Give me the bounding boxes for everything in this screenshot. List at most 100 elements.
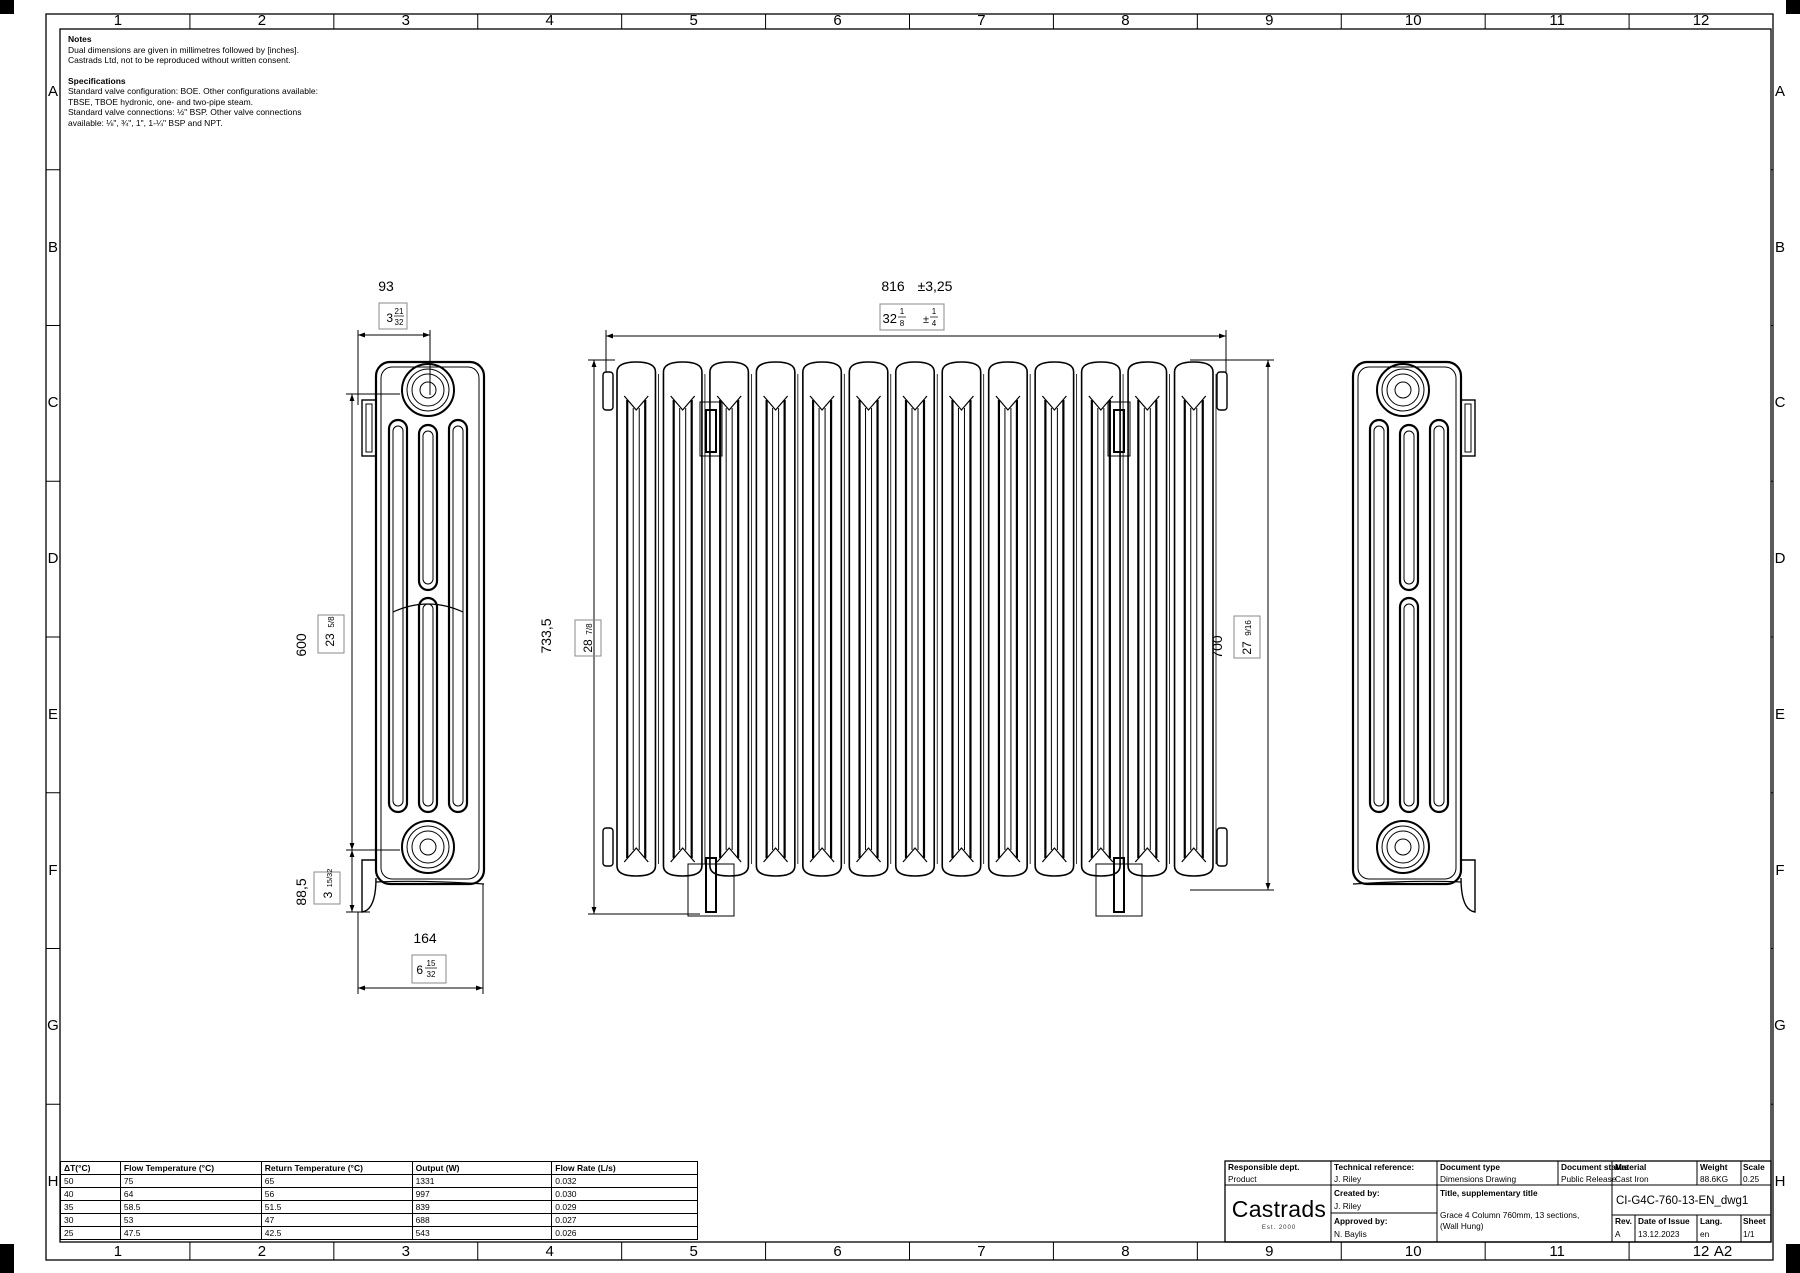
responsible-dept: Product	[1228, 1174, 1257, 1184]
dim-height-in: 27	[1240, 641, 1254, 655]
grid-row-label: G	[47, 1017, 59, 1035]
table-row: 40 64 56 997 0.030	[60, 1187, 698, 1201]
notes-block: Notes Dual dimensions are given in milli…	[68, 34, 428, 128]
section-body	[1127, 361, 1168, 877]
responsible-dept-label: Responsible dept.	[1228, 1162, 1300, 1172]
weight: 88.6KG	[1700, 1174, 1729, 1184]
dimension-lines	[346, 330, 1274, 994]
notes-title: Notes	[68, 34, 92, 44]
cell: 47.5	[119, 1226, 262, 1240]
grid-row-label: B	[1774, 238, 1785, 256]
section-body	[802, 361, 843, 877]
grid-row-label: H	[1774, 1173, 1786, 1191]
header-output: Output (W)	[411, 1161, 553, 1175]
dim-depth-in-num: 15	[427, 959, 436, 968]
spec-line: available: ⅛", ¾", 1", 1-¼" BSP and NPT.	[68, 117, 223, 128]
grid-column-label: 7	[977, 12, 986, 29]
cell: 997	[411, 1187, 553, 1201]
dim-height: 700	[1209, 635, 1225, 659]
title-line-1: Grace 4 Column 760mm, 13 sections,	[1440, 1210, 1580, 1220]
doc-status: Public Release	[1561, 1174, 1617, 1184]
technical-ref: J. Riley	[1334, 1174, 1362, 1184]
grid-column-label: 10	[1404, 12, 1422, 29]
dim-centres-in: 23	[323, 633, 337, 647]
created-by-label: Created by:	[1334, 1188, 1380, 1198]
cell: 65	[260, 1174, 413, 1188]
approved-by: N. Baylis	[1334, 1229, 1367, 1239]
created-by: J. Riley	[1334, 1201, 1362, 1211]
dim-floor-in: 3	[321, 891, 335, 898]
approved-by-label: Approved by:	[1334, 1216, 1388, 1226]
dim-width-top-in-den: 32	[395, 318, 404, 327]
dim-width-top-in: 3	[386, 311, 393, 325]
grid-column-label: 3	[401, 1243, 410, 1260]
dim-depth-in-den: 32	[427, 970, 436, 979]
dim-height-in-frac: 9/16	[1244, 620, 1253, 636]
section-body	[1173, 361, 1214, 877]
grid-column-label: 2	[257, 12, 267, 29]
section-body	[709, 361, 750, 877]
inch-boxes	[313, 302, 1261, 984]
title-label: Title, supplementary title	[1440, 1188, 1538, 1198]
dim-length-in-tol-num: 1	[932, 307, 937, 316]
dim-width-top-in-num: 21	[395, 307, 404, 316]
section-body	[987, 361, 1028, 877]
table-row: 25 47.5 42.5 543 0.026	[60, 1226, 698, 1240]
title-block-lines	[1224, 1160, 1772, 1243]
grid-row-label: E	[47, 705, 58, 723]
cell: 839	[411, 1200, 553, 1214]
grid-row-label: G	[1774, 1017, 1786, 1035]
cell: 0.030	[551, 1187, 698, 1201]
lang-label: Lang.	[1700, 1216, 1723, 1226]
section-body	[616, 361, 657, 877]
grid-column-label: 7	[977, 1243, 986, 1260]
scale-label: Scale	[1743, 1162, 1765, 1172]
front-view	[602, 361, 1228, 917]
cell: 53	[119, 1213, 262, 1227]
dim-length-in-num: 1	[900, 307, 905, 316]
section-body	[1080, 361, 1121, 877]
grid-row-label: A	[47, 82, 58, 100]
cell: 25	[60, 1226, 121, 1240]
cell: 0.029	[551, 1200, 698, 1214]
header-return-temp: Return Temperature (°C)	[260, 1161, 413, 1175]
material: Cast Iron	[1615, 1174, 1649, 1184]
grid-column-label: 8	[1121, 1243, 1130, 1260]
dim-centres: 600	[293, 633, 309, 657]
rev-label: Rev.	[1615, 1216, 1632, 1226]
grid-column-label: 6	[833, 1243, 842, 1260]
header-flow-rate: Flow Rate (L/s)	[551, 1161, 698, 1175]
doc-type: Dimensions Drawing	[1440, 1174, 1517, 1184]
technical-ref-label: Technical reference:	[1334, 1162, 1415, 1172]
section-body	[755, 361, 796, 877]
cell: 30	[60, 1213, 121, 1227]
cell: 543	[411, 1226, 553, 1240]
grid-row-label: E	[1774, 705, 1785, 723]
paper-size: A2	[1713, 1243, 1733, 1260]
section-body	[941, 361, 982, 877]
dim-width-top: 93	[378, 278, 394, 294]
spec-line: TBSE, TBOE hydronic, one- and two-pipe s…	[68, 96, 254, 107]
grid-row-label: F	[48, 861, 58, 879]
grid-column-label: 1	[113, 12, 123, 29]
castrads-logo: Castrads	[1231, 1196, 1327, 1222]
grid-row-label: D	[1774, 550, 1786, 568]
dim-centres-in-frac: 5/8	[327, 616, 336, 628]
lang: en	[1700, 1229, 1710, 1239]
grid-ticks	[46, 14, 1773, 1260]
title-line-2: (Wall Hung)	[1440, 1221, 1484, 1231]
grid-column-label: 10	[1404, 1243, 1422, 1260]
grid-column-label: 11	[1549, 1243, 1565, 1260]
section-body	[894, 361, 936, 877]
cell: 58.5	[119, 1200, 262, 1214]
cell: 0.027	[551, 1213, 698, 1227]
grid-row-label: C	[1774, 394, 1786, 412]
grid-column-label: 9	[1265, 1243, 1274, 1260]
sheet-label: Sheet	[1743, 1216, 1766, 1226]
cell: 56	[260, 1187, 413, 1201]
header-flow-temp: Flow Temperature (°C)	[119, 1161, 262, 1175]
grid-row-label: C	[47, 394, 59, 412]
cell: 75	[119, 1174, 262, 1188]
dim-length-in-tol-den: 4	[932, 319, 937, 328]
cell: 42.5	[260, 1226, 413, 1240]
